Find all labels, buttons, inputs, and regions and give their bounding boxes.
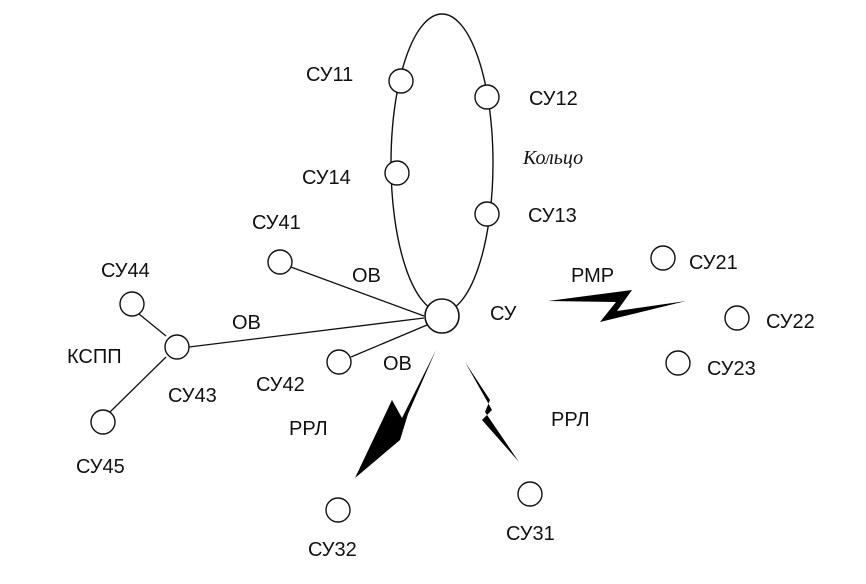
node-su23 (665, 350, 691, 376)
label-su12: СУ12 (529, 88, 578, 110)
label-su11: СУ11 (306, 64, 353, 86)
node-su21 (650, 245, 676, 271)
label-ov-42: ОВ (383, 353, 412, 375)
label-su21: СУ21 (689, 252, 738, 274)
label-su23: СУ23 (707, 358, 756, 380)
node-su12 (474, 84, 500, 110)
link-su43-hub (188, 317, 425, 348)
label-ring: Кольцо (522, 147, 583, 169)
node-su11 (388, 68, 414, 94)
node-su32 (325, 497, 351, 523)
node-su43 (164, 334, 190, 360)
node-hub (424, 298, 460, 334)
rrl-right-lightning-icon (465, 362, 519, 462)
label-su22: СУ22 (766, 311, 815, 333)
label-su43: СУ43 (168, 385, 217, 407)
link-su43-su44 (138, 313, 167, 337)
label-su31: СУ31 (506, 523, 555, 545)
ring-ellipse (390, 13, 494, 313)
label-su13: СУ13 (528, 205, 577, 227)
label-ov-41: ОВ (352, 265, 381, 287)
label-rrl-left: РРЛ (289, 418, 328, 440)
node-su41 (267, 249, 293, 275)
label-hub: СУ (490, 303, 517, 325)
node-su22 (724, 305, 750, 331)
node-su45 (90, 409, 116, 435)
node-su42 (326, 349, 352, 375)
label-rmr: РМР (571, 265, 614, 287)
label-su32: СУ32 (308, 539, 357, 561)
label-su14: СУ14 (302, 167, 351, 189)
node-su31 (517, 481, 543, 507)
label-su42: СУ42 (256, 374, 305, 396)
rmr-lightning-icon (548, 290, 686, 322)
node-su13 (474, 201, 500, 227)
link-su43-su45 (109, 356, 167, 413)
link-su42-hub (350, 324, 428, 358)
label-kspp: КСПП (67, 346, 122, 368)
label-ov-43: ОВ (232, 312, 261, 334)
label-rrl-right: РРЛ (551, 409, 590, 431)
label-su45: СУ45 (76, 456, 125, 478)
rrl-left-lightning-icon (355, 350, 436, 478)
node-su44 (119, 291, 145, 317)
label-su44: СУ44 (101, 260, 150, 282)
link-su41-hub (279, 262, 425, 317)
node-su14 (384, 160, 410, 186)
label-su41: СУ41 (252, 212, 301, 234)
